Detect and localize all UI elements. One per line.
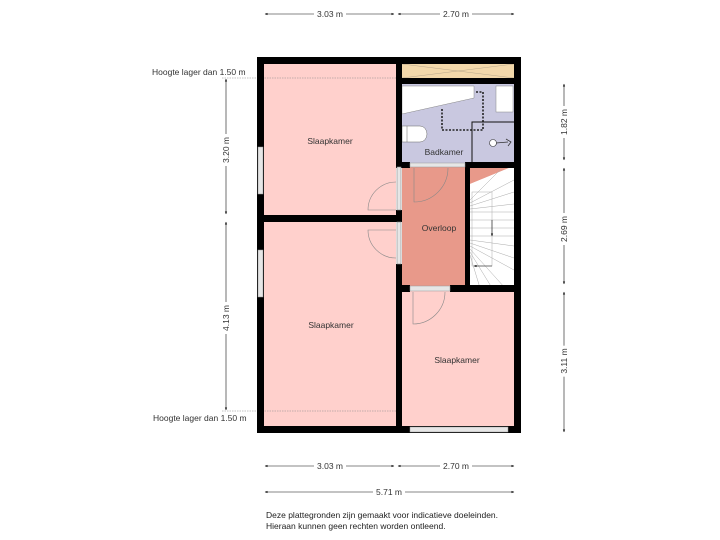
dim-left-lower: 4.13 m — [221, 302, 231, 334]
disclaimer: Deze plattegronden zijn gemaakt voor ind… — [266, 510, 498, 532]
staircase — [469, 166, 515, 289]
room-label-slaapkamer-bottom-left: Slaapkamer — [308, 320, 354, 330]
dim-top-left: 3.03 m — [314, 9, 346, 19]
walls — [257, 57, 521, 433]
height-note-bottom: Hoogte lager dan 1.50 m — [153, 413, 247, 423]
dim-bottom-left: 3.03 m — [314, 461, 346, 471]
shower-head — [489, 139, 497, 147]
room-label-slaapkamer-top-left: Slaapkamer — [307, 136, 353, 146]
doors — [367, 166, 449, 325]
room-slaapkamer-bottom-left — [263, 222, 396, 427]
room-slaapkamer-bottom-right — [402, 291, 515, 427]
room-overloop — [402, 166, 470, 290]
height-note-top: Hoogte lager dan 1.50 m — [152, 67, 246, 77]
toilet — [401, 125, 428, 143]
dim-top-right: 2.70 m — [440, 9, 472, 19]
dim-bottom-right: 2.70 m — [440, 461, 472, 471]
windows — [257, 146, 509, 433]
room-label-slaapkamer-bottom-right: Slaapkamer — [434, 355, 480, 365]
room-slaapkamer-top-left — [263, 63, 396, 216]
sink-unit — [495, 85, 514, 113]
dim-right-middle: 2.69 m — [559, 213, 569, 245]
bathroom-fixtures — [401, 85, 514, 163]
dim-bottom-total: 5.71 m — [373, 487, 405, 497]
room-label-overloop: Overloop — [421, 223, 457, 233]
disclaimer-line-2: Hieraan kunnen geen rechten worden ontle… — [266, 521, 446, 531]
room-label-badkamer: Badkamer — [424, 147, 464, 157]
dim-right-lower: 3.11 m — [559, 345, 569, 377]
disclaimer-line-1: Deze plattegronden zijn gemaakt voor ind… — [266, 510, 499, 520]
dim-right-upper: 1.82 m — [559, 106, 569, 138]
dim-left-upper: 3.20 m — [221, 134, 231, 166]
